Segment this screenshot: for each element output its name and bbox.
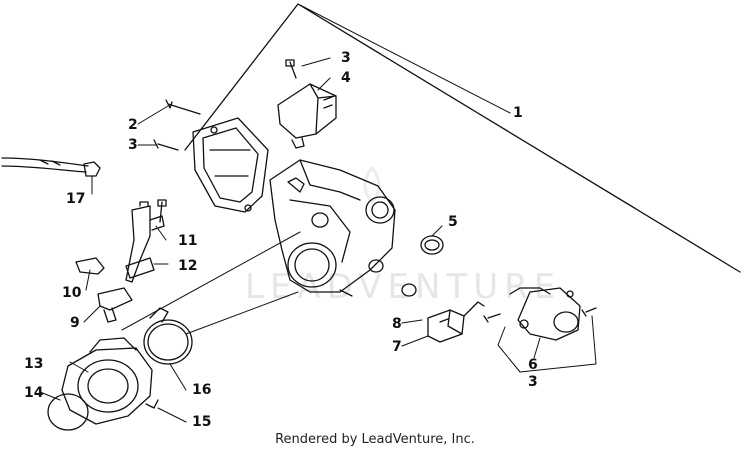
intake-boot xyxy=(61,337,159,425)
throttle-cable xyxy=(1,157,101,177)
throttle-position-sensor xyxy=(277,83,337,149)
callout-10: 10 xyxy=(62,285,82,301)
intake-o-ring xyxy=(47,393,89,431)
idle-air-valve xyxy=(509,287,581,341)
screws xyxy=(153,59,597,323)
fuel-injector-group xyxy=(75,199,167,323)
cover-gasket xyxy=(192,117,269,213)
callout-6: 6 xyxy=(528,357,538,373)
callout-3-cover-screw: 3 xyxy=(128,137,138,153)
assembly-bracket-line xyxy=(184,3,741,273)
callout-5: 5 xyxy=(448,214,458,230)
callout-3-sensor-screw: 3 xyxy=(341,50,351,66)
callout-17: 17 xyxy=(66,191,85,207)
leader-lines xyxy=(39,3,597,423)
watermark-flame-icon xyxy=(363,166,381,204)
callout-15: 15 xyxy=(192,414,211,430)
callout-2: 2 xyxy=(128,117,138,133)
callout-1: 1 xyxy=(513,105,523,121)
hose-clamp xyxy=(143,307,193,365)
callout-14: 14 xyxy=(24,385,44,401)
callout-13: 13 xyxy=(24,356,43,372)
watermark-text: LEADVENTURE xyxy=(245,267,561,307)
callout-3-valve-screw: 3 xyxy=(528,374,538,390)
render-credit: Rendered by LeadVenture, Inc. xyxy=(275,432,475,447)
callout-11: 11 xyxy=(178,233,197,249)
callout-4: 4 xyxy=(341,70,351,86)
callout-9: 9 xyxy=(70,315,80,331)
connector xyxy=(427,301,485,343)
callout-8: 8 xyxy=(392,316,402,332)
throttle-body xyxy=(269,159,396,297)
callout-12: 12 xyxy=(178,258,197,274)
callout-16: 16 xyxy=(192,382,211,398)
callout-7: 7 xyxy=(392,339,402,355)
